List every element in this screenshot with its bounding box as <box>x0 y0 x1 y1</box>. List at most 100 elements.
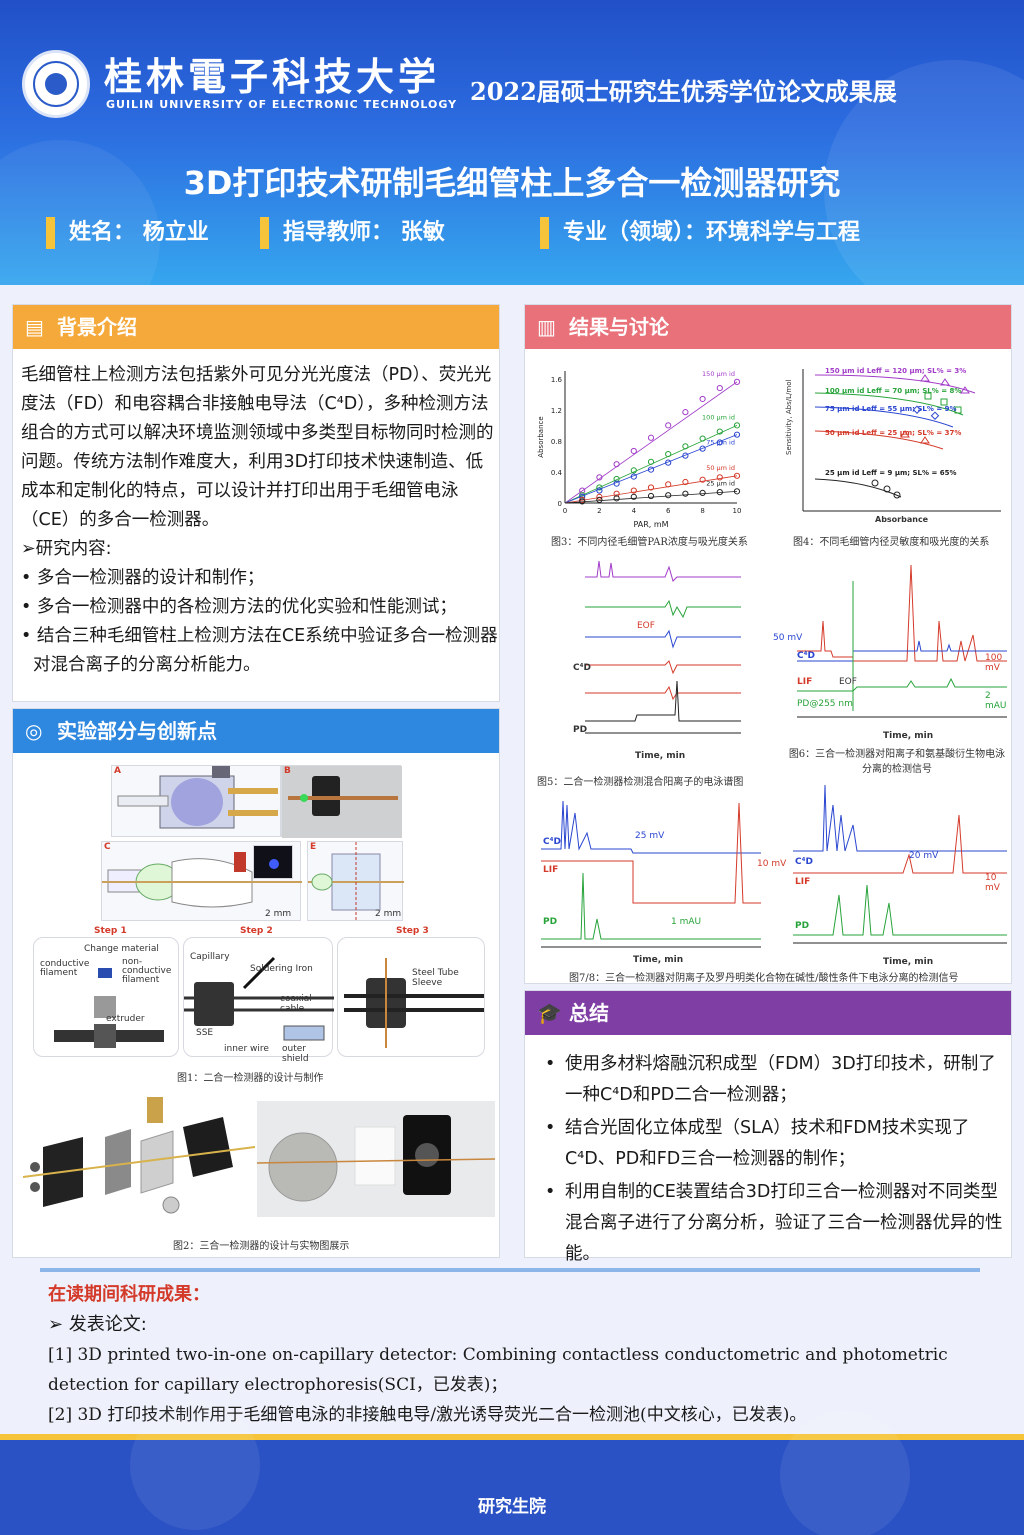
background-paragraph: 毛细管柱上检测方法包括紫外可见分光光度法（PD）、荧光光度法（FD）和电容耦合非… <box>21 365 494 530</box>
fig5-caption: 图5：二合一检测器检测混合阳离子的电泳谱图 <box>537 777 744 788</box>
x-tick-label: 8 <box>700 507 704 515</box>
scale-bar-label: 2 mm <box>265 909 292 919</box>
y-tick-label: 0.8 <box>551 438 562 446</box>
data-point <box>699 445 706 452</box>
fig7-signals <box>541 800 761 948</box>
data-point <box>665 459 672 466</box>
data-point <box>613 480 620 487</box>
y-tick-label: 1.2 <box>551 407 562 415</box>
data-point <box>596 474 603 481</box>
series-label: 25 μm id <box>706 479 735 487</box>
footer-decor <box>780 1410 910 1535</box>
data-point <box>682 478 689 486</box>
fit-line <box>564 490 738 504</box>
data-point <box>716 489 723 496</box>
data-point <box>733 378 741 385</box>
detector-photo-b <box>282 766 402 838</box>
advisor-info: 指导教师： 张敏 <box>260 215 445 251</box>
research-item: • 多合一检测器中的各检测方法的优化实验和性能测试； <box>21 597 457 617</box>
target-icon: ◎ <box>25 719 43 743</box>
data-point <box>682 409 689 416</box>
summary-item: 使用多材料熔融沉积成型（FDM）3D打印技术，研制了一种C⁴D和PD二合一检测器… <box>539 1049 1005 1111</box>
university-seal-icon <box>22 50 90 118</box>
data-point <box>647 434 655 441</box>
background-panel: ▤ 背景介绍 毛细管柱上检测方法包括紫外可见分光光度法（PD）、荧光光度法（FD… <box>12 304 500 702</box>
research-item: • 多合一检测器的设计和制作； <box>21 568 265 588</box>
data-point <box>716 474 723 481</box>
fig6-signals <box>797 564 1007 718</box>
data-point <box>596 484 603 491</box>
research-item: • 结合三种毛细管柱上检测方法在CE系统中验证多合一检测器对混合离子的分离分析能… <box>21 626 498 675</box>
data-point <box>733 431 741 438</box>
x-tick-label: 4 <box>632 507 637 515</box>
fig2-caption: 图2：三合一检测器的设计与实物图展示 <box>173 1241 350 1252</box>
step2-diagram: Step 2 Capillary Soldering Iron coaxial … <box>183 926 334 1064</box>
step3-diagram: Step 3 Steel Tube Sleeve <box>337 926 485 1057</box>
poster-title: 3D打印技术研制毛细管柱上多合一检测器研究 <box>183 164 841 202</box>
x-tick-label: 2 <box>597 507 601 515</box>
data-point <box>579 493 586 500</box>
fig1-panel-c: C <box>101 841 302 921</box>
data-point <box>682 443 689 450</box>
data-point <box>699 489 706 497</box>
fig3-caption: 图3：不同内径毛细管PAR浓度与吸光度关系 <box>551 537 748 548</box>
data-point <box>716 428 723 435</box>
experiment-heading: ◎ 实验部分与创新点 <box>13 709 499 753</box>
background-body: 毛细管柱上检测方法包括紫外可见分光光度法（PD）、荧光光度法（FD）和电容耦合非… <box>21 361 499 680</box>
data-point <box>733 472 741 479</box>
publication-2: [2] 3D 打印技术制作用于毛细管电泳的非接触电导/激光诱导荧光二合一检测池(… <box>48 1405 807 1425</box>
data-point <box>579 498 586 505</box>
data-point <box>716 439 723 446</box>
data-point <box>665 450 672 458</box>
data-point <box>579 487 586 494</box>
data-point <box>665 422 672 429</box>
fig2-exploded-view <box>22 1097 256 1219</box>
summary-item: 结合光固化立体成型（SLA）技术和FDM技术实现了C⁴D、PD和FD三合一检测器… <box>539 1113 1005 1175</box>
y-tick-label: 1.6 <box>551 376 563 384</box>
data-point <box>596 493 603 500</box>
scale-bar-label: 2 mm <box>375 909 402 919</box>
fig1-panel-e: E <box>307 841 404 922</box>
publication-1: [1] 3D printed two-in-one on-capillary d… <box>48 1345 948 1395</box>
summary-item: 利用自制的CE装置结合3D打印三合一检测器对不同类型混合离子进行了分离分析，验证… <box>539 1177 1005 1270</box>
x-tick-label: 0 <box>563 507 567 515</box>
bookshelf-icon: ▥ <box>537 315 556 339</box>
y-axis-label: Absorbance <box>537 416 545 457</box>
research-content-label: ➢研究内容: <box>21 539 112 559</box>
footer-decor <box>130 1400 260 1530</box>
accent-bar <box>260 217 269 249</box>
fig8-signals <box>793 784 1007 944</box>
detector-photo <box>256 1115 496 1202</box>
data-point <box>630 467 637 474</box>
data-point <box>665 481 672 488</box>
x-tick-label: 6 <box>666 507 671 515</box>
step1-diagram: Step 1 Change material conductive filame… <box>33 926 179 1057</box>
experiment-panel: ◎ 实验部分与创新点 A B C <box>12 708 500 1258</box>
exploded-detector-render <box>22 1097 256 1214</box>
fig5-electropherogram <box>585 560 741 734</box>
summary-heading: 🎓 总结 <box>525 991 1011 1035</box>
series-label: 150 μm id <box>702 370 735 378</box>
fig4-caption: 图4：不同毛细管内径灵敏度和吸光度的关系 <box>793 537 990 548</box>
data-point <box>647 484 655 491</box>
book-icon: ▤ <box>25 315 44 339</box>
data-point <box>716 384 723 392</box>
data-point <box>613 490 620 497</box>
results-heading: ▥ 结果与讨论 <box>525 305 1011 349</box>
publications-label: ➢ 发表论文: <box>48 1314 147 1335</box>
data-point <box>630 493 637 500</box>
fig1-panel-b: B <box>281 765 402 838</box>
fig1-caption: 图1：二合一检测器的设计与制作 <box>177 1073 324 1084</box>
detector-schematic-e <box>308 842 404 922</box>
fit-line <box>564 381 738 504</box>
fig1-panel-d <box>253 845 293 879</box>
author-info-row: 姓名： 杨立业 指导教师： 张敏 专业（领域）：环境科学与工程 <box>0 215 1024 255</box>
fig78-caption: 图7/8：三合一检测器对阴离子及罗丹明类化合物在碱性/酸性条件下电泳分离的检测信… <box>569 973 959 984</box>
soldering-diagram <box>184 956 334 1041</box>
summary-panel: 🎓 总结 使用多材料熔融沉积成型（FDM）3D打印技术，研制了一种C⁴D和PD二… <box>524 990 1012 1264</box>
section-divider <box>40 1268 980 1272</box>
data-point <box>630 447 637 455</box>
accent-bar <box>540 217 549 249</box>
data-point <box>733 422 741 429</box>
